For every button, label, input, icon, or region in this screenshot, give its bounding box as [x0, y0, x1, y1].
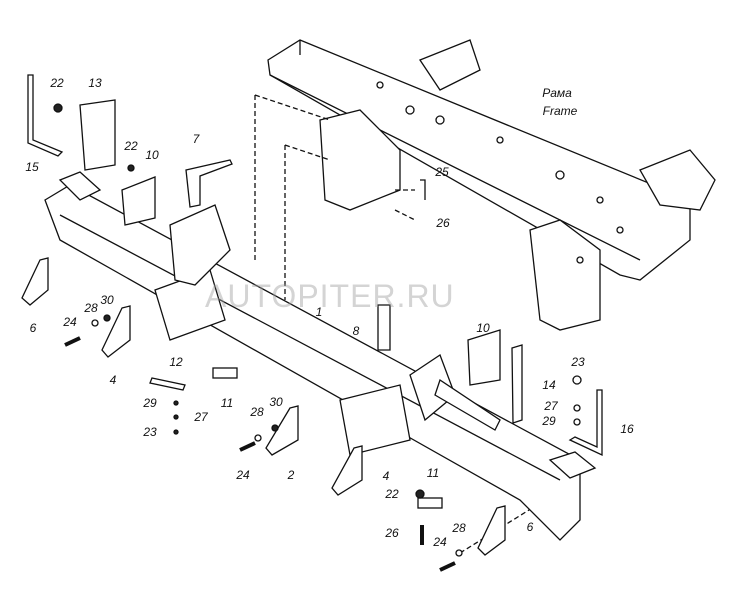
part-label: 23 [143, 425, 157, 439]
part-label: 4 [382, 469, 390, 483]
part-label: 29 [143, 396, 157, 410]
part-label: 6 [29, 321, 37, 335]
frame-drawing [267, 39, 716, 331]
part-label: 29 [542, 414, 556, 428]
part-label: 8 [352, 324, 360, 338]
part-label: 30 [100, 293, 114, 307]
part-label: 23 [571, 355, 585, 369]
small-parts [21, 74, 603, 572]
part-label: 6 [526, 520, 534, 534]
watermark: AUTOPITER.RU [205, 278, 455, 314]
part-label: 11 [426, 466, 440, 480]
part-label: 28 [84, 301, 98, 315]
part-label: 27 [544, 399, 558, 413]
part-label: 30 [269, 395, 283, 409]
part-label: 12 [169, 355, 183, 369]
part-label: 13 [88, 76, 102, 90]
frame-label-en: Frame [542, 104, 578, 118]
part-label: 24 [236, 468, 250, 482]
part-label: 26 [436, 216, 450, 230]
frame-label-ru: Рама [542, 86, 572, 100]
part-label: 7 [192, 132, 200, 146]
part-label: 22 [124, 139, 138, 153]
part-label: 10 [476, 321, 490, 335]
part-label: 22 [385, 487, 399, 501]
part-label: 26 [385, 526, 399, 540]
part-label: 2 [287, 468, 295, 482]
part-label: 14 [542, 378, 556, 392]
part-label: 4 [109, 373, 117, 387]
part-label: 11 [220, 396, 234, 410]
part-label: 27 [194, 410, 208, 424]
bumper-drawing [44, 171, 597, 541]
part-label: 22 [50, 76, 64, 90]
part-label: 1 [315, 305, 323, 319]
part-label: 24 [63, 315, 77, 329]
part-label: 28 [452, 521, 466, 535]
part-label: 24 [433, 535, 447, 549]
part-label: 16 [620, 422, 634, 436]
part-label: 15 [25, 160, 39, 174]
part-label: 25 [435, 165, 449, 179]
part-label: 10 [145, 148, 159, 162]
part-label: 28 [250, 405, 264, 419]
